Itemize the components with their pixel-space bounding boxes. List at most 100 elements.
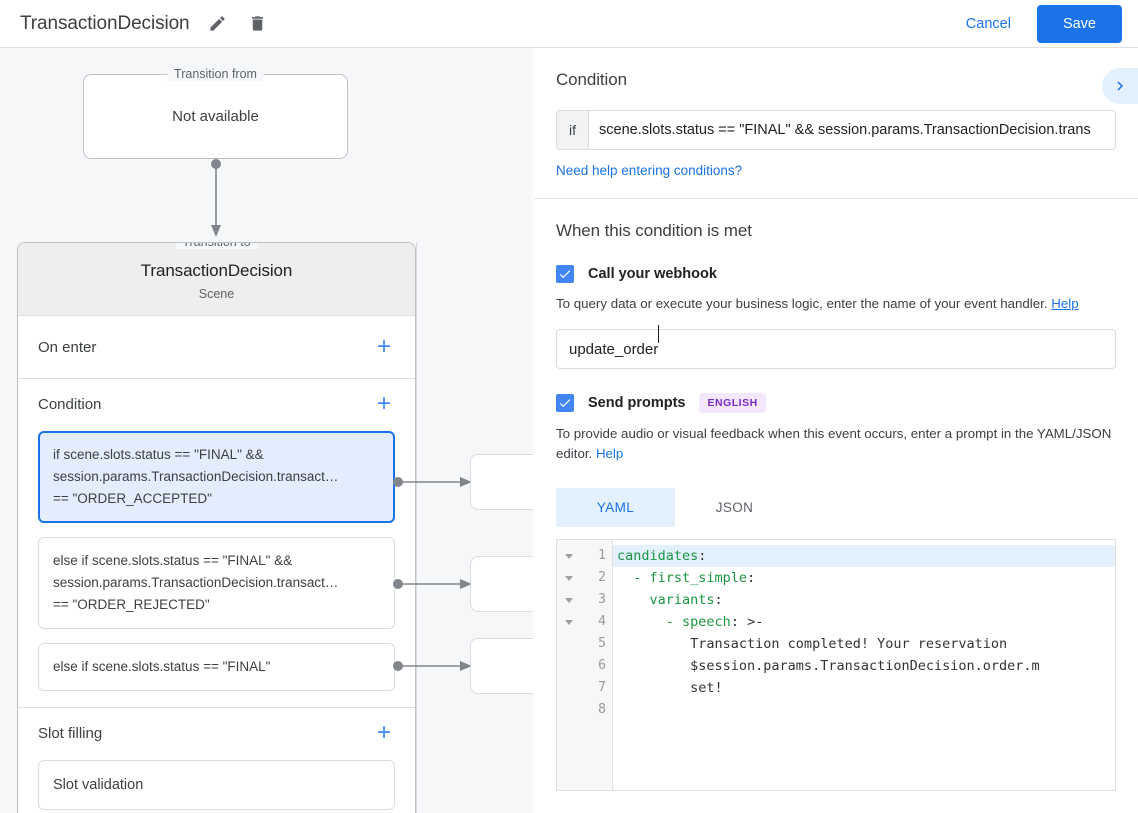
tab-json[interactable]: JSON bbox=[715, 500, 754, 515]
app-header: TransactionDecision Cancel Save bbox=[0, 0, 1138, 48]
code-line: set! bbox=[617, 680, 723, 696]
save-button[interactable]: Save bbox=[1036, 4, 1122, 43]
code-line-number: 4 bbox=[598, 614, 606, 629]
code-fold-gutter bbox=[557, 540, 581, 790]
slot-filling-label: Slot filling bbox=[38, 724, 103, 742]
condition-if-row: if bbox=[556, 110, 1116, 150]
when-condition-met-title: When this condition is met bbox=[556, 221, 752, 240]
condition-2-connector bbox=[393, 661, 472, 671]
prompts-description: To provide audio or visual feedback when… bbox=[556, 424, 1114, 464]
add-condition-plus-icon[interactable]: + bbox=[376, 390, 391, 417]
condition-section: Condition if Need help entering conditio… bbox=[534, 48, 1138, 199]
header-actions: Cancel Save bbox=[952, 4, 1138, 43]
if-prefix-label: if bbox=[557, 111, 589, 149]
send-prompts-checkbox[interactable] bbox=[556, 394, 574, 412]
scene-card-header[interactable]: TransactionDecision Scene bbox=[18, 243, 415, 316]
condition-0-connector bbox=[393, 477, 472, 487]
code-content-area[interactable]: candidates: - first_simple: variants: - … bbox=[613, 540, 1115, 790]
code-line: candidates: bbox=[613, 545, 1115, 567]
call-webhook-row: Call your webhook bbox=[556, 265, 1116, 283]
prompts-description-text: To provide audio or visual feedback when… bbox=[556, 426, 1112, 461]
chevron-right-icon[interactable] bbox=[1102, 68, 1138, 104]
code-line-number: 7 bbox=[598, 680, 606, 695]
code-line: Transaction completed! Your reservation bbox=[617, 636, 1008, 652]
scene-type: Scene bbox=[198, 287, 235, 301]
code-line: - speech: >- bbox=[665, 614, 764, 630]
condition-section-title: Condition bbox=[556, 70, 627, 89]
pencil-icon[interactable] bbox=[204, 10, 232, 38]
cancel-button[interactable]: Cancel bbox=[952, 7, 1025, 41]
code-fold-arrow-icon[interactable] bbox=[557, 589, 581, 611]
condition-label: Condition bbox=[38, 395, 102, 413]
add-on-enter-plus-icon[interactable]: + bbox=[376, 333, 391, 360]
code-line: - first_simple: bbox=[633, 570, 756, 586]
condition-card-1[interactable]: else if scene.slots.status == "FINAL" &&… bbox=[38, 537, 395, 629]
scene-name: TransactionDecision bbox=[140, 261, 293, 280]
condition-card-0-line2: session.params.TransactionDecision.trans… bbox=[53, 469, 339, 484]
on-enter-label: On enter bbox=[38, 338, 97, 356]
webhook-handler-input[interactable] bbox=[556, 329, 1116, 369]
language-badge: ENGLISH bbox=[699, 393, 766, 413]
condition-card-1-line1: else if scene.slots.status == "FINAL" && bbox=[53, 553, 293, 568]
transition-target-box-1[interactable] bbox=[470, 556, 533, 612]
send-prompts-row: Send prompts ENGLISH bbox=[556, 393, 1116, 413]
condition-expression-input[interactable] bbox=[589, 111, 1115, 149]
code-fold-arrow-icon[interactable] bbox=[557, 611, 581, 633]
condition-help-link[interactable]: Need help entering conditions? bbox=[556, 163, 743, 178]
transition-target-box-2[interactable] bbox=[470, 638, 533, 694]
condition-card-0[interactable]: if scene.slots.status == "FINAL" && sess… bbox=[38, 431, 395, 523]
tab-yaml[interactable]: YAML bbox=[556, 488, 675, 527]
check-icon bbox=[559, 399, 571, 408]
add-slot-filling-plus-icon[interactable]: + bbox=[376, 719, 391, 746]
call-webhook-label: Call your webhook bbox=[588, 266, 717, 282]
scene-graph-canvas: Transition from Not available Transition… bbox=[0, 48, 533, 813]
section-slot-filling: Slot filling + Slot validation bbox=[18, 708, 415, 813]
condition-1-connector bbox=[393, 579, 472, 589]
transition-to-legend: Transition to bbox=[175, 243, 258, 249]
text-caret bbox=[658, 325, 659, 343]
send-prompts-label: Send prompts bbox=[588, 395, 686, 411]
transition-target-box-0[interactable] bbox=[470, 454, 533, 510]
condition-card-1-line3: == "ORDER_REJECTED" bbox=[53, 597, 210, 612]
code-line-number: 1 bbox=[598, 548, 606, 563]
transition-from-value: Not available bbox=[172, 108, 259, 125]
transition-from-legend: Transition from bbox=[167, 67, 264, 81]
code-fold-spacer bbox=[557, 677, 581, 699]
section-on-enter: On enter + bbox=[18, 316, 415, 379]
transition-connector-arrow bbox=[211, 159, 221, 237]
code-line bbox=[613, 699, 1115, 721]
code-line-number: 8 bbox=[598, 702, 606, 717]
pencil-icon-svg bbox=[210, 16, 225, 31]
trash-icon[interactable] bbox=[244, 10, 272, 38]
webhook-handler-wrapper bbox=[556, 314, 1116, 369]
trash-icon-svg bbox=[251, 16, 264, 31]
webhook-help-link[interactable]: Help bbox=[1051, 296, 1079, 311]
slot-validation-card[interactable]: Slot validation bbox=[38, 760, 395, 810]
page-title: TransactionDecision bbox=[20, 12, 190, 34]
code-line-number: 6 bbox=[598, 658, 606, 673]
condition-card-2[interactable]: else if scene.slots.status == "FINAL" bbox=[38, 643, 395, 691]
webhook-description-text: To query data or execute your business l… bbox=[556, 296, 1048, 311]
check-icon bbox=[559, 270, 571, 279]
condition-card-2-line1: else if scene.slots.status == "FINAL" bbox=[53, 659, 271, 674]
transition-to-scene-card: Transition to TransactionDecision Scene … bbox=[17, 242, 416, 813]
code-fold-arrow-icon[interactable] bbox=[557, 545, 581, 567]
editor-format-tabs: YAML JSON bbox=[556, 488, 1116, 527]
chevron-right-icon-svg bbox=[1117, 81, 1123, 91]
condition-detail-panel: Condition if Need help entering conditio… bbox=[534, 48, 1138, 813]
canvas-vertical-rail bbox=[416, 242, 417, 813]
call-webhook-checkbox[interactable] bbox=[556, 265, 574, 283]
code-fold-spacer bbox=[557, 655, 581, 677]
webhook-description: To query data or execute your business l… bbox=[556, 294, 1116, 314]
code-line: $session.params.TransactionDecision.orde… bbox=[617, 658, 1040, 674]
code-fold-spacer bbox=[557, 633, 581, 655]
code-line-number: 3 bbox=[598, 592, 606, 607]
prompts-help-link[interactable]: Help bbox=[595, 446, 624, 461]
code-line-number: 5 bbox=[598, 636, 606, 651]
code-fold-arrow-icon[interactable] bbox=[557, 567, 581, 589]
transition-from-box: Transition from Not available bbox=[83, 67, 348, 159]
when-condition-met-section: When this condition is met Call your web… bbox=[534, 199, 1138, 791]
condition-card-1-line2: session.params.TransactionDecision.trans… bbox=[53, 575, 339, 590]
